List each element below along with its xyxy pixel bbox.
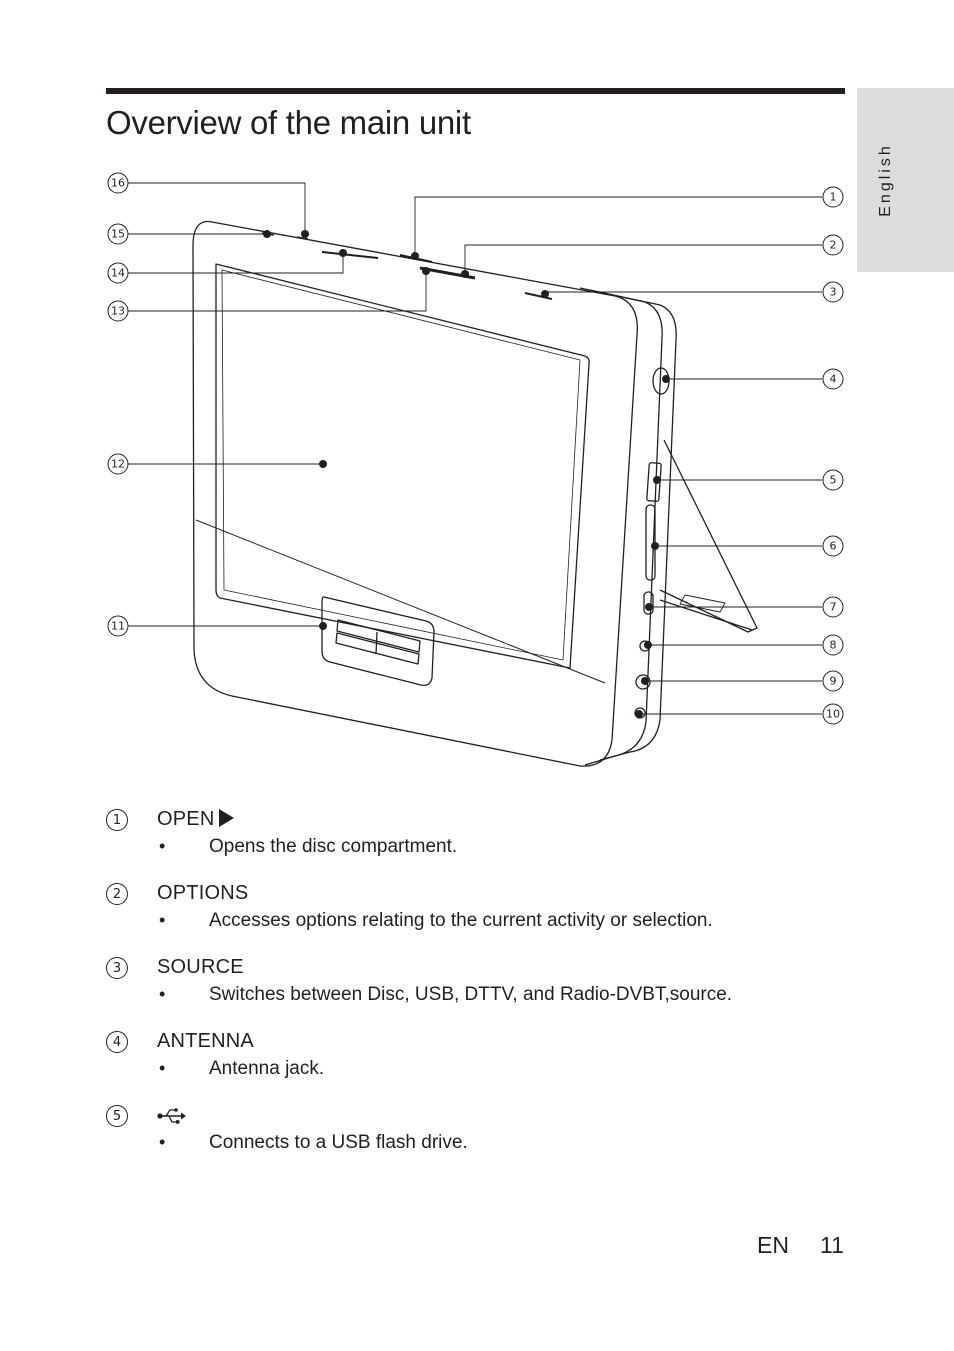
- item-description: Accesses options relating to the current…: [209, 910, 713, 931]
- page-number: 11: [820, 1232, 844, 1258]
- callout-13-label: 13: [111, 305, 125, 318]
- callout-5-label: 5: [830, 474, 837, 487]
- item-description: Connects to a USB flash drive.: [209, 1132, 468, 1153]
- list-item: 5 • Connects to a USB flash drive.: [106, 1102, 846, 1160]
- callout-5: [822, 469, 844, 491]
- item-number: 4: [106, 1031, 128, 1053]
- callout-1: [822, 186, 844, 208]
- bullet: •: [159, 910, 166, 930]
- item-number: 3: [106, 957, 128, 979]
- eject-triangle-icon: [219, 809, 235, 827]
- bullet: •: [159, 984, 166, 1004]
- item-number: 1: [106, 809, 128, 831]
- callout-1-label: 1: [830, 191, 837, 204]
- callout-7-label: 7: [830, 601, 837, 614]
- callout-16: [107, 172, 129, 194]
- callout-8-label: 8: [830, 639, 837, 652]
- item-description: Switches between Disc, USB, DTTV, and Ra…: [209, 984, 733, 1005]
- callout-15: [107, 223, 129, 245]
- callout-11: [107, 615, 129, 637]
- callout-10: [822, 703, 844, 725]
- bullet: •: [159, 836, 166, 856]
- bullet: •: [159, 1058, 166, 1078]
- callout-15-label: 15: [111, 228, 125, 241]
- callout-14: [107, 262, 129, 284]
- callout-8: [822, 634, 844, 656]
- list-item: 4 ANTENNA • Antenna jack.: [106, 1028, 846, 1086]
- callout-10-label: 10: [826, 708, 840, 721]
- item-description: Opens the disc compartment.: [209, 836, 458, 857]
- top-rule: [106, 88, 845, 94]
- item-title: SOURCE: [157, 956, 244, 978]
- callout-12-label: 12: [111, 458, 125, 471]
- list-item: 1 OPEN • Opens the disc compartment.: [106, 806, 846, 864]
- callout-2-label: 2: [830, 239, 837, 252]
- item-number: 5: [106, 1105, 128, 1127]
- callout-6: [822, 535, 844, 557]
- callout-11-label: 11: [111, 620, 125, 633]
- list-item: 2 OPTIONS • Accesses options relating to…: [106, 880, 846, 938]
- list-item: 3 SOURCE • Switches between Disc, USB, D…: [106, 954, 846, 1012]
- language-tab: [857, 88, 954, 272]
- footer-language: EN: [757, 1232, 789, 1258]
- callout-7: [822, 596, 844, 618]
- item-title: OPTIONS: [157, 882, 249, 904]
- callout-4: [822, 368, 844, 390]
- item-description: Antenna jack.: [209, 1058, 325, 1079]
- bullet: •: [159, 1132, 166, 1152]
- main-unit-diagram: 16 15 14 13 12 11 1 2 3 4 5 6 7 8 9 10: [107, 172, 844, 767]
- page-title: Overview of the main unit: [106, 104, 471, 141]
- callout-16-label: 16: [111, 177, 125, 190]
- callout-9-label: 9: [830, 675, 837, 688]
- callout-3: [822, 281, 844, 303]
- item-title: ANTENNA: [157, 1030, 254, 1052]
- callout-14-label: 14: [111, 267, 125, 280]
- usb-icon: [157, 1108, 186, 1124]
- callout-9: [822, 670, 844, 692]
- callout-2: [822, 234, 844, 256]
- callout-12: [107, 453, 129, 475]
- callout-4-label: 4: [830, 373, 837, 386]
- callout-3-label: 3: [830, 286, 837, 299]
- item-number: 2: [106, 883, 128, 905]
- callout-6-label: 6: [830, 540, 837, 553]
- item-list: 1 OPEN • Opens the disc compartment. 2 O…: [106, 806, 846, 1176]
- callout-13: [107, 300, 129, 322]
- item-title: OPEN: [157, 808, 235, 831]
